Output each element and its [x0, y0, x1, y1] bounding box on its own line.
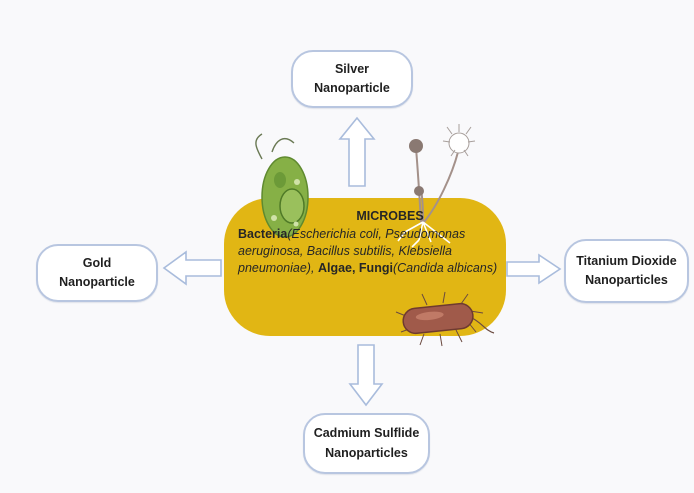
silver-node-line1: Silver [334, 61, 370, 76]
silver-nanoparticle-node: Silver Nanoparticle [291, 50, 413, 108]
bacterium-icon [395, 291, 495, 347]
cadmium-node-line2: Nanoparticles [325, 445, 408, 460]
titanium-node-line2: Nanoparticles [585, 273, 668, 287]
bacteria-species: (Escherichia coli, Pseudomonas aeruginos… [238, 227, 466, 275]
fungus-icon [397, 124, 476, 248]
bacteria-label: Bacteria [238, 227, 288, 241]
titanium-dioxide-node: Titanium Dioxide Nanoparticles [564, 239, 689, 303]
arrow-left-to-gold [162, 250, 222, 286]
algae-fungi-label: Algae, Fungi [317, 261, 393, 275]
gold-node-line1: Gold [82, 255, 112, 270]
arrow-up-to-silver [338, 116, 376, 187]
gold-nanoparticle-node: Gold Nanoparticle [36, 244, 158, 302]
cadmium-sulfide-node: Cadmium Sulflide Nanoparticles [303, 413, 430, 474]
arrow-down-to-cadmium [348, 344, 384, 407]
alga-icon [255, 133, 309, 238]
gold-node-line2: Nanoparticle [59, 275, 135, 289]
fungi-species: (Candida albicans) [392, 261, 498, 275]
microbes-title: MICROBES [356, 209, 424, 223]
silver-node-line2: Nanoparticle [314, 81, 390, 95]
arrow-right-to-titanium [506, 253, 562, 285]
microbes-description: MICROBES Bacteria(Escherichia coli, Pseu… [238, 208, 500, 277]
titanium-node-line1: Titanium Dioxide [576, 253, 677, 268]
cadmium-node-line1: Cadmium Sulflide [313, 426, 420, 441]
